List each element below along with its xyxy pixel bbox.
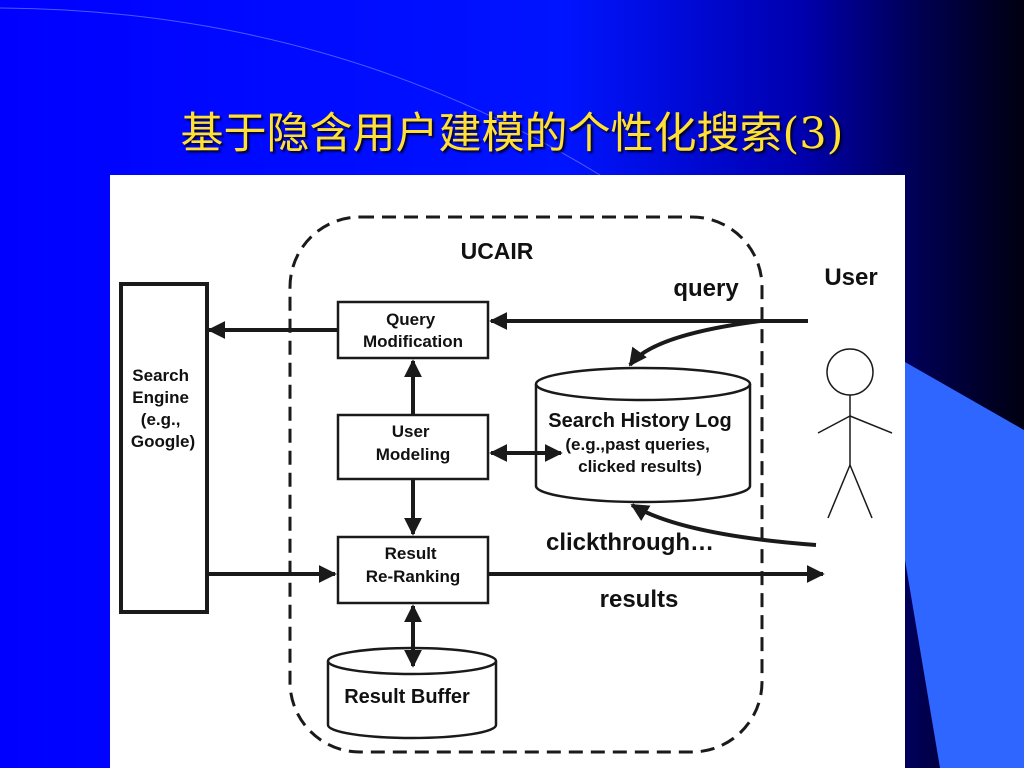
slide-title: 基于隐含用户建模的个性化搜索(3) bbox=[180, 109, 844, 159]
search-history-log-detail: (e.g.,past queries, clicked results) bbox=[565, 435, 714, 476]
user-modeling-box bbox=[336, 413, 490, 481]
ucair-label: UCAIR bbox=[461, 238, 534, 264]
query-modification-label: Query Modification bbox=[363, 310, 463, 351]
ucair-boundary bbox=[288, 215, 764, 754]
search-engine-box bbox=[119, 282, 209, 614]
architecture-diagram: UCAIR Search Engine (e.g., Google) Query… bbox=[110, 175, 905, 768]
result-buffer-label: Result Buffer bbox=[344, 686, 470, 708]
search-history-log-title: Search History Log bbox=[548, 410, 731, 432]
arrow-query-to-history bbox=[628, 319, 761, 367]
result-buffer-cylinder bbox=[326, 646, 498, 740]
result-reranking-label: Result Re-Ranking bbox=[366, 544, 460, 586]
user-label: User bbox=[824, 264, 877, 291]
user-stick-figure-icon bbox=[817, 348, 893, 519]
results-flow-label: results bbox=[600, 586, 679, 613]
search-history-log-cylinder bbox=[534, 366, 752, 504]
background-accent-shape bbox=[905, 362, 1024, 768]
background-arc-decoration bbox=[0, 7, 601, 176]
result-reranking-box bbox=[336, 535, 490, 605]
clickthrough-flow-label: clickthrough… bbox=[546, 529, 714, 556]
arrow-clickthrough-to-history bbox=[630, 503, 817, 547]
query-flow-label: query bbox=[673, 275, 739, 302]
user-modeling-label: User Modeling bbox=[376, 422, 451, 464]
search-engine-label: Search Engine (e.g., Google) bbox=[131, 366, 195, 451]
